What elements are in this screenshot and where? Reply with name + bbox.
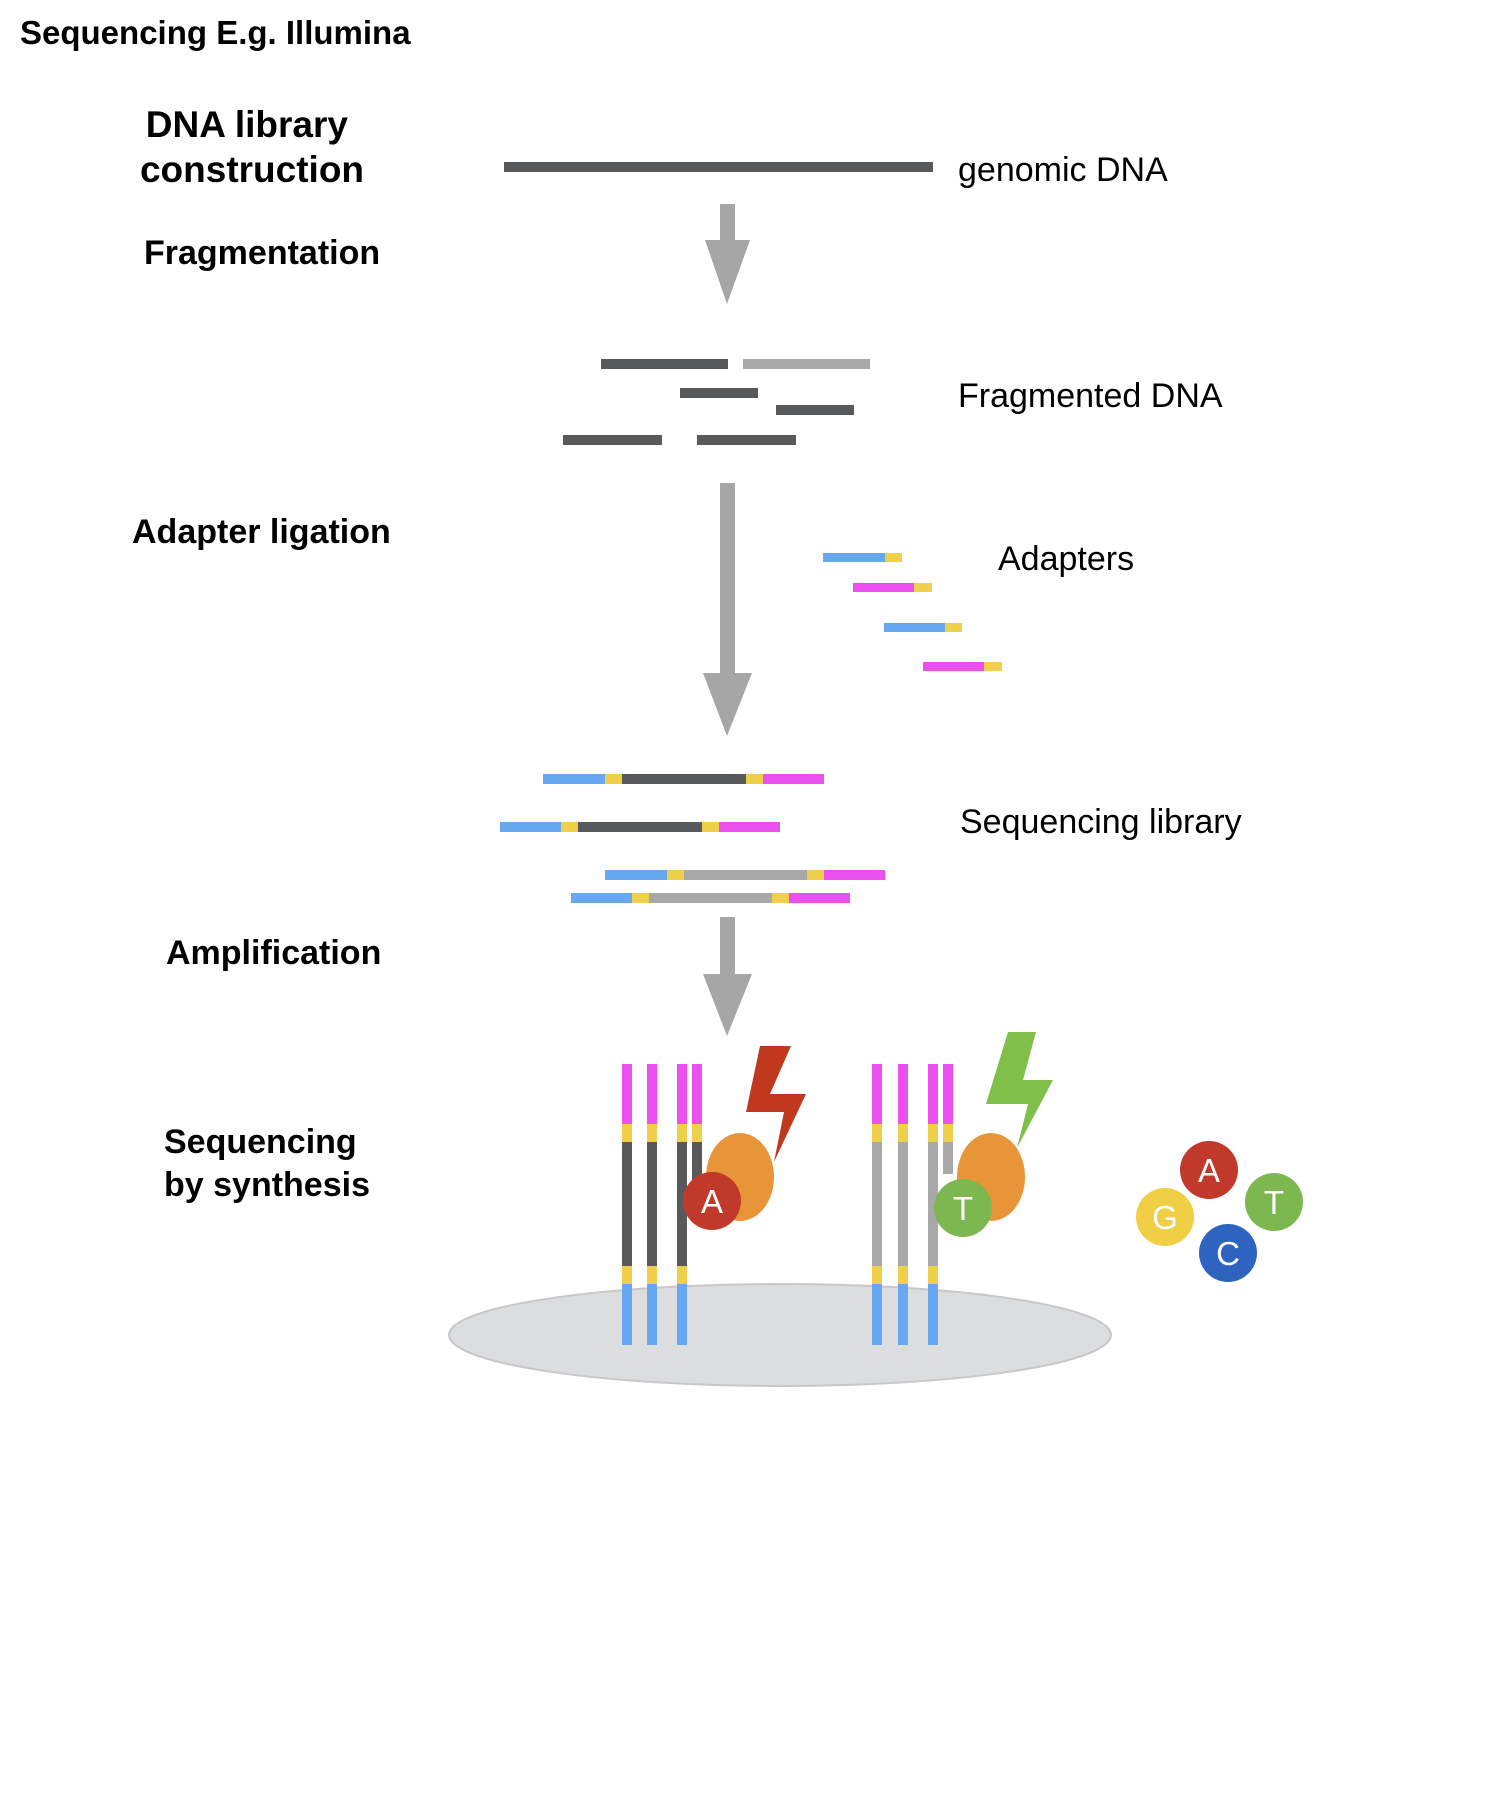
fluorescence-flash-red-icon <box>746 1046 806 1162</box>
step-label-library-construction: DNA library construction <box>140 104 364 190</box>
free-nucleotides-group: A T G C <box>1136 1141 1303 1282</box>
growing-strand <box>943 1064 953 1174</box>
fluorescence-flash-green-icon <box>986 1032 1053 1148</box>
adapter <box>884 623 962 632</box>
dna-fragment <box>776 405 854 415</box>
annotation-genomic-dna: genomic DNA <box>958 151 1168 189</box>
arrow-fragmentation <box>705 204 750 304</box>
nucleotide-incorporated-left-letter: A <box>701 1183 723 1220</box>
free-nucleotide-t: T <box>1245 1173 1303 1231</box>
free-nucleotide-c: C <box>1199 1224 1257 1282</box>
step-label-sequencing-by-synthesis: Sequencing by synthesis <box>164 1123 370 1204</box>
figure-title: Sequencing E.g. Illumina <box>20 14 411 51</box>
cluster-strand <box>647 1064 657 1345</box>
library-fragment <box>605 870 885 880</box>
cluster-right <box>872 1064 953 1345</box>
adapter <box>923 662 1002 671</box>
nucleotide-incorporated-right <box>934 1179 992 1237</box>
step-label-sbs-line1: Sequencing <box>164 1123 357 1161</box>
sequencing-library-group <box>500 774 885 903</box>
dna-fragment <box>680 388 758 398</box>
cluster-left <box>622 1064 702 1345</box>
nucleotide-incorporated-left <box>683 1172 741 1230</box>
library-fragment <box>543 774 824 784</box>
svg-text:C: C <box>1216 1235 1240 1272</box>
svg-text:T: T <box>1264 1184 1284 1221</box>
flow-cell-surface <box>448 1283 1112 1387</box>
fragmented-dna-group <box>563 359 870 445</box>
step-label-fragmentation: Fragmentation <box>144 234 380 272</box>
annotation-fragmented-dna: Fragmented DNA <box>958 377 1223 415</box>
annotation-adapters: Adapters <box>998 540 1134 578</box>
cluster-strand <box>928 1064 938 1345</box>
adapter <box>823 553 902 562</box>
arrow-adapter-ligation <box>703 483 752 736</box>
cluster-strand <box>677 1064 687 1345</box>
dna-fragment <box>743 359 870 369</box>
free-nucleotide-g: G <box>1136 1188 1194 1246</box>
library-fragment <box>500 822 780 832</box>
library-fragment <box>571 893 850 903</box>
incorporation-left: A <box>683 1046 806 1230</box>
genomic-dna-strand <box>504 162 933 172</box>
step-label-library-construction-line1: DNA library <box>146 104 349 145</box>
step-label-adapter-ligation: Adapter ligation <box>132 513 391 551</box>
step-label-sbs-line2: by synthesis <box>164 1166 370 1204</box>
svg-text:G: G <box>1152 1199 1178 1236</box>
cluster-strand <box>872 1064 882 1345</box>
svg-text:A: A <box>1198 1152 1220 1189</box>
dna-fragment <box>563 435 662 445</box>
dna-fragment <box>697 435 796 445</box>
adapter <box>853 583 932 592</box>
dna-fragment <box>601 359 728 369</box>
arrow-amplification <box>703 917 752 1036</box>
nucleotide-incorporated-right-letter: T <box>953 1190 973 1227</box>
cluster-strand <box>622 1064 632 1345</box>
free-nucleotide-a: A <box>1180 1141 1238 1199</box>
step-label-library-construction-line2: construction <box>140 149 364 190</box>
growing-strand <box>692 1064 702 1180</box>
cluster-strand <box>898 1064 908 1345</box>
adapters-group <box>823 553 1002 671</box>
annotation-sequencing-library: Sequencing library <box>960 803 1242 841</box>
step-label-amplification: Amplification <box>166 934 381 972</box>
incorporation-right: T <box>934 1032 1053 1237</box>
